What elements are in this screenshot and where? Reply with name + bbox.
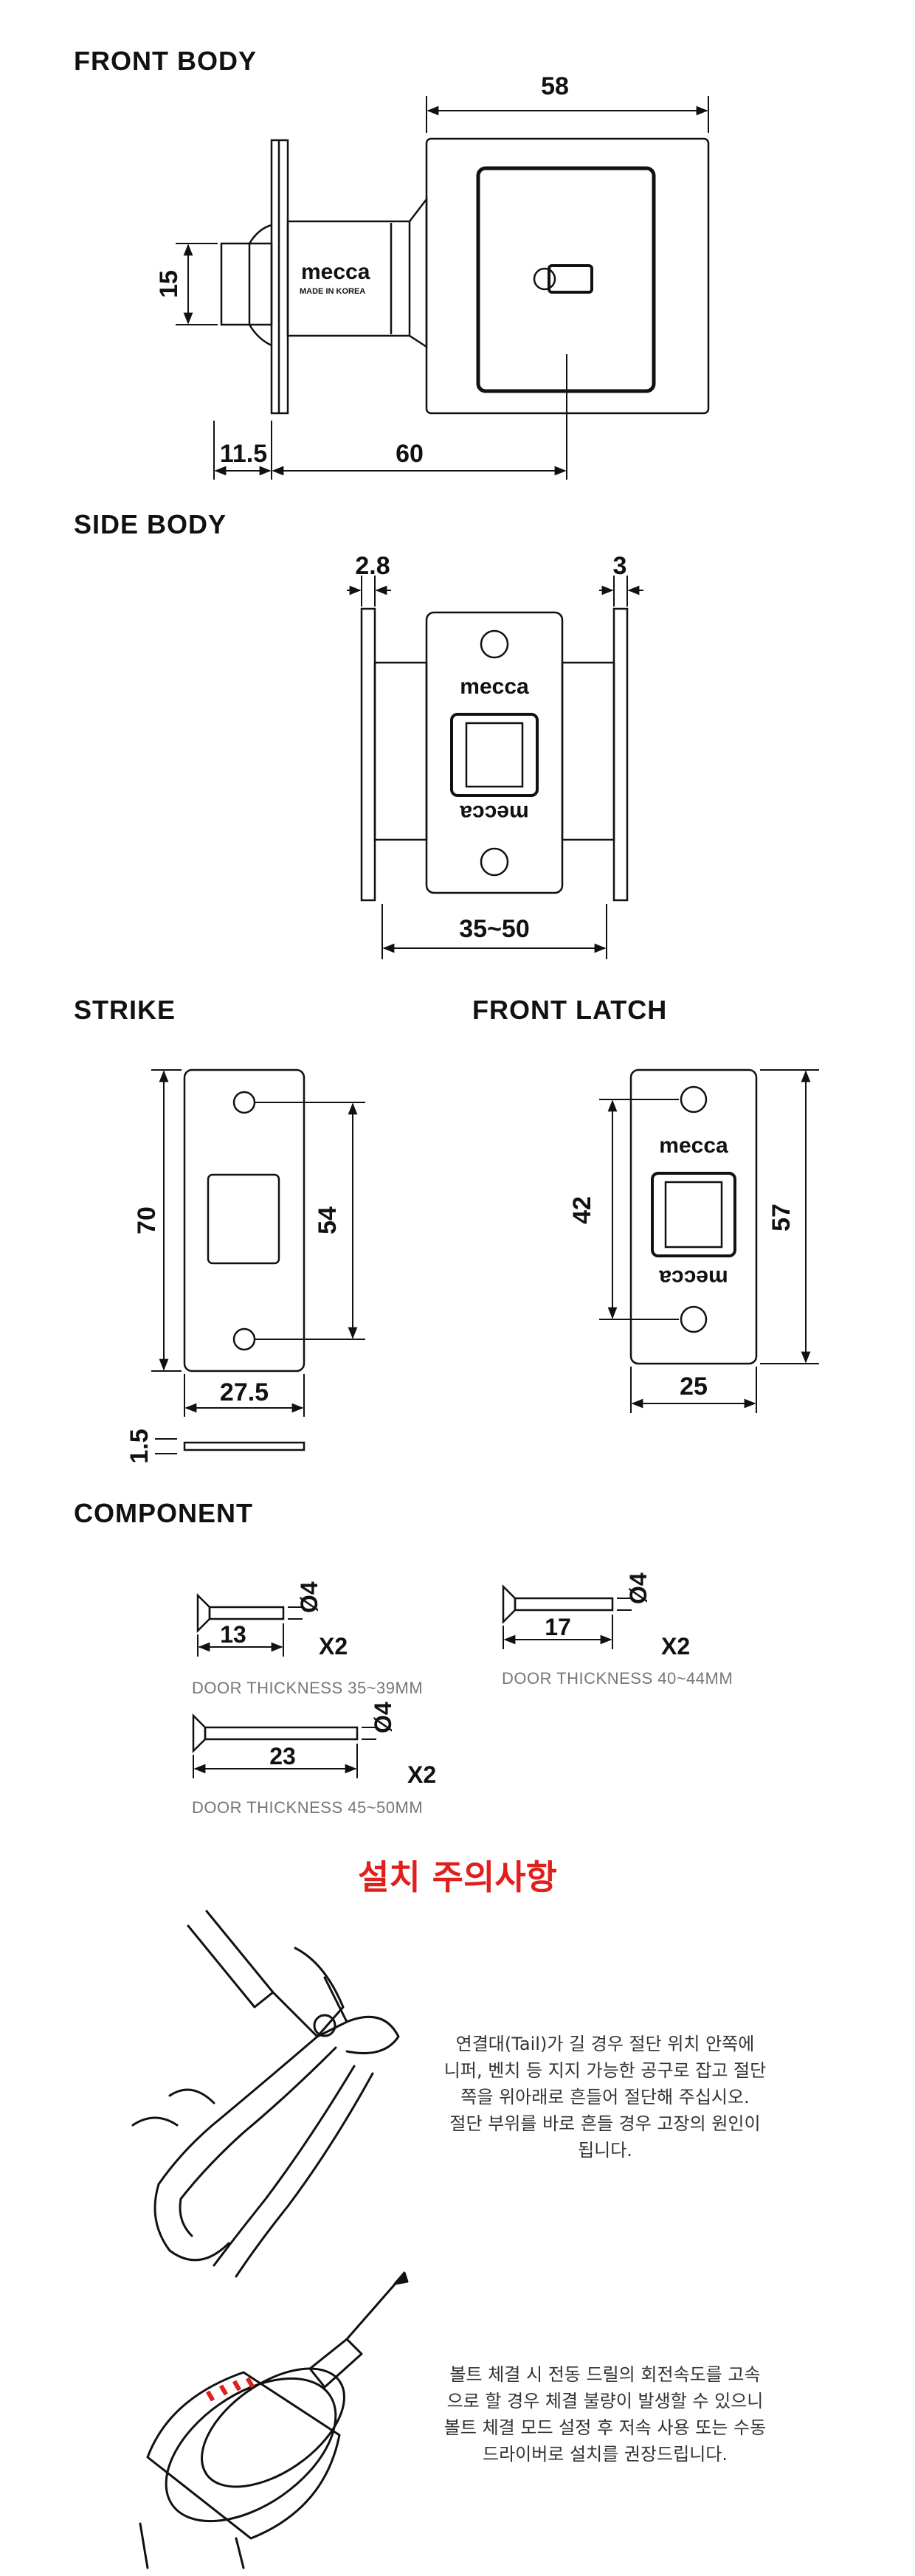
front-body-made-in: MADE IN KOREA bbox=[300, 287, 365, 296]
strike-screw-hole-top bbox=[232, 1091, 256, 1114]
side-housing-left bbox=[373, 661, 428, 841]
side-screw-hole-bottom bbox=[480, 847, 509, 877]
screw-23 bbox=[192, 1713, 376, 1778]
key-slot bbox=[548, 264, 593, 294]
front-latch-dim-width: 25 bbox=[680, 1372, 708, 1401]
front-body-dim-length: 60 bbox=[396, 440, 424, 468]
caution-note-drill: 볼트 체결 시 전동 드릴의 회전속도를 고속 으로 할 경우 체결 불량이 발… bbox=[443, 2364, 767, 2465]
screw-2-diameter: Ø4 bbox=[625, 1572, 652, 1604]
screw-3-length: 23 bbox=[269, 1743, 296, 1769]
front-body-dim-width: 58 bbox=[541, 72, 569, 100]
latch-faceplate bbox=[629, 1068, 758, 1365]
strike-dim-width: 27.5 bbox=[220, 1378, 269, 1406]
side-screw-hole-top bbox=[480, 629, 509, 659]
front-body-dim-flange: 11.5 bbox=[220, 440, 267, 468]
screw-1-diameter: Ø4 bbox=[296, 1581, 322, 1613]
side-body-dimensions bbox=[347, 576, 643, 959]
screw-2-qty: X2 bbox=[661, 1633, 690, 1660]
front-latch-brand: mecca bbox=[659, 1133, 728, 1158]
strike-dimensions bbox=[151, 1069, 365, 1454]
side-latch-bolt bbox=[465, 722, 524, 788]
section-title-front-latch: FRONT LATCH bbox=[472, 995, 668, 1025]
section-title-component: COMPONENT bbox=[74, 1498, 253, 1528]
strike-dim-thickness: 1.5 bbox=[125, 1429, 153, 1463]
pliers-illustration bbox=[131, 1910, 400, 2278]
latch-window bbox=[651, 1172, 736, 1257]
drill-illustration bbox=[139, 2271, 409, 2569]
front-latch-drawing bbox=[629, 1068, 758, 1365]
latch-bolt-face bbox=[664, 1181, 723, 1249]
strike-opening bbox=[207, 1173, 280, 1265]
strike-dim-height: 70 bbox=[133, 1206, 161, 1235]
strike-plate bbox=[183, 1068, 305, 1372]
section-title-front-body: FRONT BODY bbox=[74, 46, 257, 76]
screw-2-thickness: DOOR THICKNESS 40~44MM bbox=[502, 1669, 733, 1688]
strike-screw-hole-bottom bbox=[232, 1327, 256, 1351]
drill-clutch-markings bbox=[205, 2377, 255, 2402]
thumbturn-icon bbox=[533, 267, 556, 291]
latch-screw-hole-bottom bbox=[680, 1305, 708, 1333]
side-body-drawing bbox=[360, 607, 629, 902]
side-faceplate bbox=[425, 611, 564, 894]
section-title-side-body: SIDE BODY bbox=[74, 509, 227, 539]
latch-bolt bbox=[220, 242, 273, 326]
screw-2-length: 17 bbox=[545, 1614, 571, 1640]
front-body-brand: mecca bbox=[301, 260, 370, 284]
section-title-strike: STRIKE bbox=[74, 995, 176, 1025]
side-body-dim-range: 35~50 bbox=[459, 915, 530, 943]
caution-title: 설치 주의사항 bbox=[358, 1857, 557, 1897]
side-body-dim-right: 3 bbox=[613, 552, 627, 580]
screw-3-diameter: Ø4 bbox=[370, 1702, 396, 1733]
screw-3-qty: X2 bbox=[407, 1761, 436, 1788]
strike-dim-hole: 54 bbox=[314, 1206, 342, 1235]
front-body-drawing bbox=[220, 137, 710, 415]
screw-13 bbox=[196, 1592, 303, 1657]
screw-3-thickness: DOOR THICKNESS 45~50MM bbox=[192, 1798, 424, 1817]
screw-17 bbox=[502, 1584, 632, 1649]
front-body-dim-height: 15 bbox=[155, 270, 183, 298]
side-body-dim-left: 2.8 bbox=[355, 552, 390, 580]
side-body-brand-inverted: mecca bbox=[460, 801, 529, 825]
side-body-brand: mecca bbox=[460, 674, 529, 699]
screw-1-length: 13 bbox=[220, 1621, 246, 1648]
side-plate-left bbox=[360, 607, 376, 902]
front-latch-dimensions bbox=[599, 1069, 819, 1413]
screw-1-qty: X2 bbox=[319, 1633, 348, 1660]
side-latch-window bbox=[450, 713, 539, 797]
front-latch-dim-height: 57 bbox=[767, 1204, 795, 1232]
side-plate-right bbox=[612, 607, 629, 902]
screw-1-thickness: DOOR THICKNESS 35~39MM bbox=[192, 1679, 424, 1697]
side-housing-right bbox=[561, 661, 615, 841]
strike-side-view bbox=[183, 1441, 305, 1451]
front-latch-dim-hole: 42 bbox=[568, 1196, 596, 1224]
front-body-dimensions bbox=[176, 96, 709, 480]
front-latch-brand-inverted: mecca bbox=[659, 1265, 728, 1290]
latch-screw-hole-top bbox=[680, 1085, 708, 1113]
caution-note-tail: 연결대(Tail)가 길 경우 절단 위치 안쪽에 니퍼, 벤치 등 지지 가능… bbox=[443, 2034, 767, 2161]
